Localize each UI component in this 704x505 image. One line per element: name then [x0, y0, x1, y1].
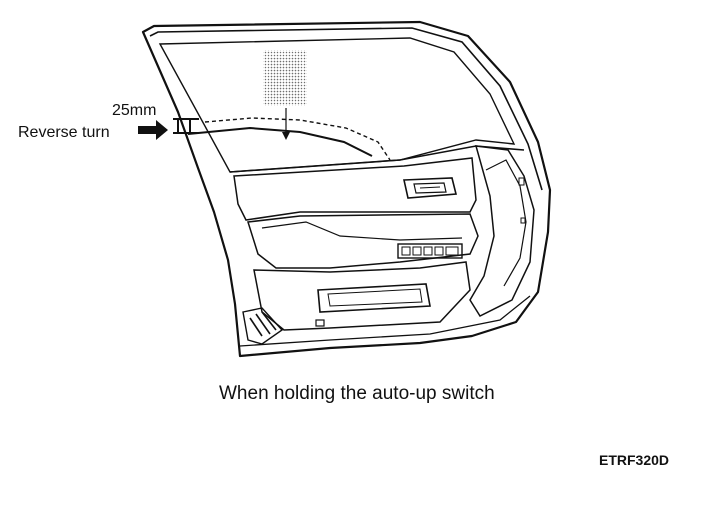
glass-reversed-edge — [187, 126, 373, 157]
speaker-grille — [242, 307, 284, 345]
belt-line — [229, 145, 525, 173]
pocket-handle-recess — [317, 283, 431, 313]
dimension-bracket — [173, 118, 199, 134]
window-glass-outline — [158, 37, 516, 173]
window-switch-cluster — [397, 243, 463, 259]
pillar-trim — [469, 145, 535, 317]
reverse-turn-label: Reverse turn — [18, 124, 110, 141]
gap-label: 25mm — [112, 102, 157, 119]
reverse-arrow — [138, 120, 168, 140]
upper-trim-panel — [233, 157, 477, 221]
inside-handle — [403, 177, 458, 199]
figure-code: ETRF320D — [599, 452, 670, 468]
door-pocket — [253, 261, 471, 331]
caption: When holding the auto-up switch — [219, 383, 495, 404]
window-frame — [149, 27, 543, 191]
glass-closed-dashed-line — [204, 117, 391, 161]
door-outer-panel — [141, 20, 552, 358]
armrest — [247, 213, 479, 269]
